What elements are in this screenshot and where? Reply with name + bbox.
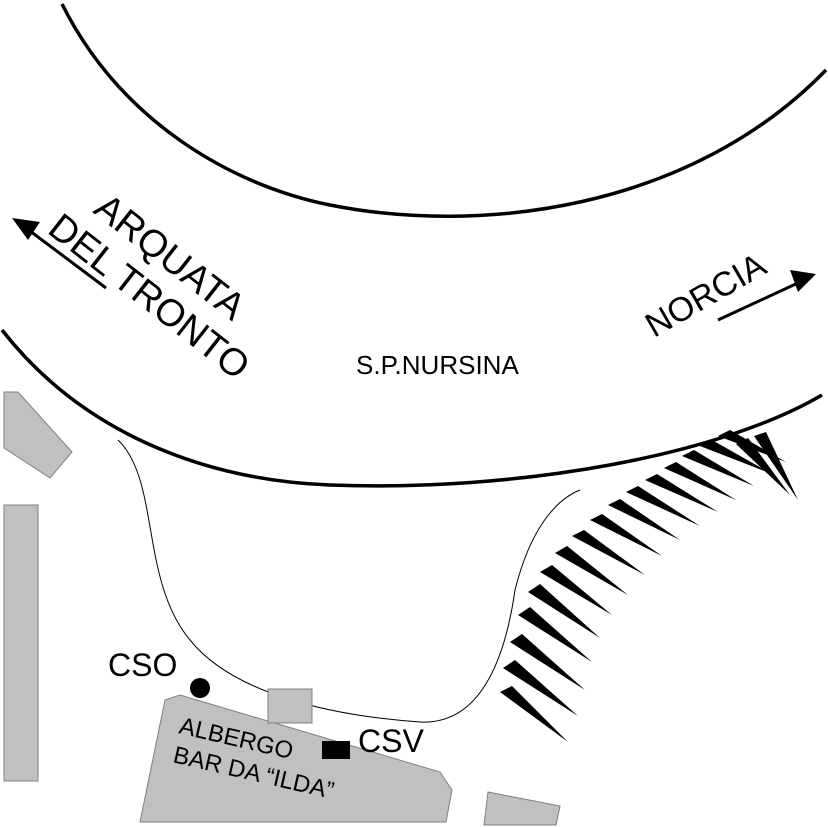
- arrow-west-icon: [12, 218, 107, 290]
- cso-marker-icon: [190, 678, 210, 698]
- slope-mark: [540, 565, 612, 615]
- road-edge-south: [0, 328, 823, 488]
- road-name-label: S.P.NURSINA: [356, 350, 519, 380]
- slope-mark: [608, 499, 680, 540]
- slope-mark: [736, 438, 790, 495]
- slope-mark: [754, 432, 798, 500]
- slope-mark: [528, 584, 600, 638]
- slope-mark: [572, 530, 645, 575]
- slope-mark: [700, 440, 772, 474]
- slope-mark: [500, 686, 568, 742]
- csv-label: CSV: [358, 723, 424, 759]
- slope-mark: [590, 514, 662, 556]
- building-west: [3, 504, 39, 782]
- slope-mark: [626, 486, 700, 526]
- slope-mark: [518, 607, 592, 662]
- slope-mark: [645, 474, 718, 512]
- access-road: [117, 439, 581, 723]
- direction-label-norcia: NORCIA: [639, 246, 773, 345]
- cso-label: CSO: [108, 647, 177, 683]
- csv-marker-icon: [322, 741, 350, 759]
- slope-mark: [682, 450, 754, 486]
- building-albergo: [139, 694, 453, 823]
- slope-mark: [510, 634, 585, 690]
- slope-mark: [664, 462, 736, 500]
- arrow-east-icon: [717, 270, 816, 322]
- building-southeast: [483, 791, 561, 826]
- building-annex: [267, 688, 313, 724]
- slope-mark: [555, 546, 628, 595]
- slope-mark: [503, 660, 578, 716]
- road-edge-north: [60, 3, 828, 218]
- building-northwest: [3, 391, 73, 479]
- embankment-hatching: [500, 430, 798, 742]
